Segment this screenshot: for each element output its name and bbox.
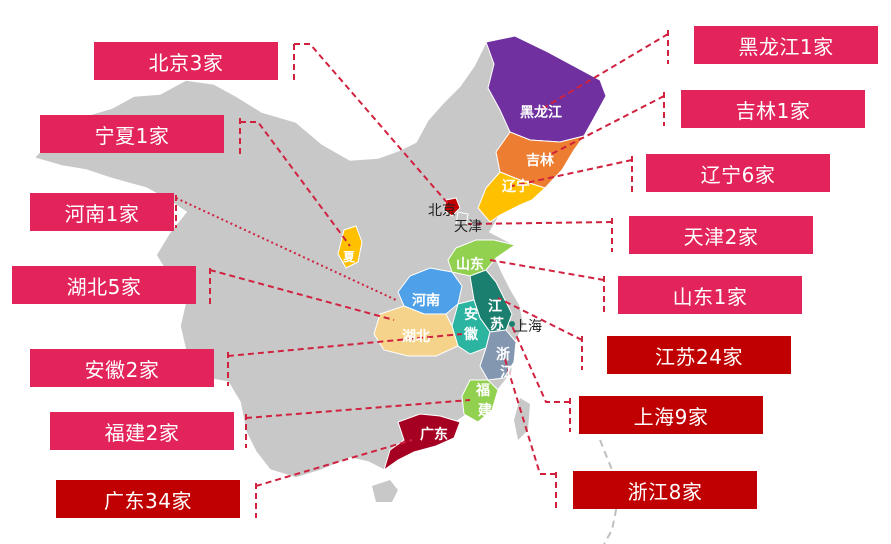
label-guangdong: 广东34家: [56, 480, 240, 518]
label-henan: 河南1家: [30, 193, 174, 231]
label-heilongjiang: 黑龙江1家: [694, 26, 878, 64]
map-name-jiangsu-2: 苏: [490, 317, 504, 333]
map-name-heilongjiang: 黑龙江: [520, 105, 562, 121]
label-shandong: 山东1家: [618, 276, 802, 314]
label-shanghai: 上海9家: [579, 396, 763, 434]
province-fujian: [461, 379, 499, 423]
map-name-zhejiang-2: 江: [500, 365, 514, 381]
leader-hubei-diag: [209, 269, 395, 321]
label-ningxia: 宁夏1家: [40, 115, 224, 153]
leader-guangdong-line: [255, 439, 413, 487]
map-name-fujian-2: 建: [478, 403, 492, 419]
province-tianjin: [455, 211, 469, 227]
label-tianjin: 天津2家: [629, 216, 813, 254]
label-beijing: 北京3家: [94, 42, 278, 80]
leader-liaoning-diag: [511, 159, 633, 187]
map-name-henan: 河南: [412, 293, 440, 309]
map-name-liaoning: 辽宁: [502, 179, 530, 195]
label-jiangsu: 江苏24家: [607, 336, 791, 374]
map-name-tianjin: 天津: [454, 219, 482, 235]
province-hubei: [373, 305, 459, 357]
leader-ningxia-diag: [240, 121, 351, 247]
leader-lines: [175, 43, 471, 518]
map-name-beijing: 北京: [428, 203, 456, 219]
leader-jiangsu-line: [497, 297, 583, 341]
map-name-guangdong: 广东: [420, 427, 448, 443]
label-fujian: 福建2家: [50, 412, 234, 450]
province-guangdong: [383, 413, 461, 472]
province-henan: [397, 267, 463, 315]
map-name-jiangsu-1: 江: [488, 299, 502, 315]
shanghai-dot: [509, 321, 515, 327]
leader-lines-right: [467, 30, 669, 508]
label-liaoning: 辽宁6家: [646, 154, 830, 192]
leader-tianjin-line: [467, 221, 613, 225]
province-liaoning: [477, 171, 546, 223]
label-jilin: 吉林1家: [681, 90, 865, 128]
map-name-ningxia: 夏: [343, 250, 356, 264]
leader-henan-dotted: [175, 197, 397, 301]
map-name-zhejiang-1: 浙: [496, 347, 510, 363]
map-name-anhui-1: 安: [464, 307, 478, 323]
leader-anhui-line: [227, 333, 463, 357]
hainan-island: [372, 480, 398, 502]
map-name-fujian-1: 福: [476, 383, 490, 399]
leader-heilongjiang-diag: [539, 33, 669, 111]
leader-shanghai-line: [511, 325, 570, 403]
leader-beijing-diag: [294, 43, 451, 207]
map-name-shanghai: 上海: [514, 319, 542, 335]
map-name-jilin: 吉林: [526, 153, 554, 169]
leader-jilin-diag: [539, 95, 665, 161]
map-name-shandong: 山东: [456, 257, 484, 273]
label-zhejiang: 浙江8家: [573, 471, 757, 509]
leader-shandong-line: [489, 259, 605, 281]
province-jilin: [495, 131, 586, 189]
label-anhui: 安徽2家: [30, 349, 214, 387]
province-zhejiang: [479, 329, 517, 381]
taiwan-island: [514, 398, 530, 440]
map-name-hubei: 湖北: [402, 329, 430, 345]
label-hubei: 湖北5家: [12, 266, 196, 304]
province-shandong: [447, 239, 517, 277]
map-name-anhui-2: 徽: [464, 327, 478, 343]
leader-fujian-line: [245, 399, 471, 419]
leader-zhejiang-line: [503, 355, 556, 475]
province-beijing: [443, 197, 461, 217]
